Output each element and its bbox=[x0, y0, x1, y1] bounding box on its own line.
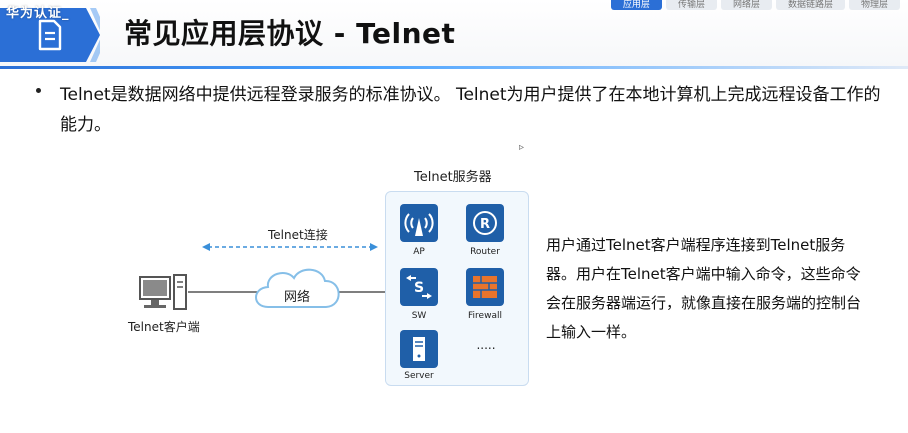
layer-tabs: 应用层 传输层 网络层 数据链路层 物理层 bbox=[610, 0, 900, 10]
tab-application-layer[interactable]: 应用层 bbox=[610, 0, 662, 10]
switch-device: S bbox=[400, 268, 438, 306]
header-accent-line bbox=[0, 66, 908, 69]
tab-network-layer[interactable]: 网络层 bbox=[720, 0, 772, 10]
server-group: AP R Router S SW bbox=[385, 191, 529, 386]
page-title: 常见应用层协议 - Telnet bbox=[124, 17, 456, 50]
wireless-ap-icon bbox=[404, 213, 434, 236]
diagram-lines bbox=[188, 243, 385, 308]
telnet-diagram: 网络 Telnet连接 Telnet服务器 Telnet客户端 AP bbox=[0, 140, 540, 433]
connection-label: Telnet连接 bbox=[268, 228, 328, 242]
server-device bbox=[400, 330, 438, 368]
ap-device bbox=[400, 204, 438, 242]
firewall-label: Firewall bbox=[468, 311, 502, 321]
server-icon bbox=[413, 337, 425, 361]
cloud-icon bbox=[255, 268, 340, 308]
network-label: 网络 bbox=[284, 290, 311, 305]
bullet-text: Telnet是数据网络中提供远程登录服务的标准协议。 Telnet为用户提供了在… bbox=[60, 85, 881, 135]
server-title: Telnet服务器 bbox=[414, 170, 492, 185]
firewall-icon bbox=[473, 276, 497, 298]
switch-icon: S bbox=[406, 275, 432, 299]
document-icon bbox=[38, 19, 62, 51]
tab-data-link-layer[interactable]: 数据链路层 bbox=[775, 0, 845, 10]
tab-physical-layer[interactable]: 物理层 bbox=[848, 0, 900, 10]
more-devices: ..... bbox=[476, 338, 496, 352]
header-bar bbox=[0, 0, 908, 66]
router-device: R bbox=[466, 204, 504, 242]
computer-icon bbox=[139, 274, 187, 310]
ap-label: AP bbox=[413, 247, 425, 257]
watermark: 华为认证_ bbox=[6, 6, 70, 21]
cursor-icon: ▹ bbox=[519, 142, 525, 153]
document-badge bbox=[0, 8, 100, 62]
svg-text:S: S bbox=[414, 280, 424, 296]
description-text: 用户通过Telnet客户端程序连接到Telnet服务器。用户在Telnet客户端… bbox=[546, 236, 862, 341]
bullet-marker bbox=[36, 88, 41, 93]
router-icon: R bbox=[473, 211, 497, 235]
sw-label: SW bbox=[411, 311, 427, 321]
tab-transport-layer[interactable]: 传输层 bbox=[665, 0, 717, 10]
router-label: Router bbox=[470, 247, 500, 257]
firewall-device bbox=[466, 268, 504, 306]
client-label: Telnet客户端 bbox=[128, 320, 200, 334]
svg-text:R: R bbox=[480, 217, 490, 232]
server-label: Server bbox=[404, 371, 434, 381]
